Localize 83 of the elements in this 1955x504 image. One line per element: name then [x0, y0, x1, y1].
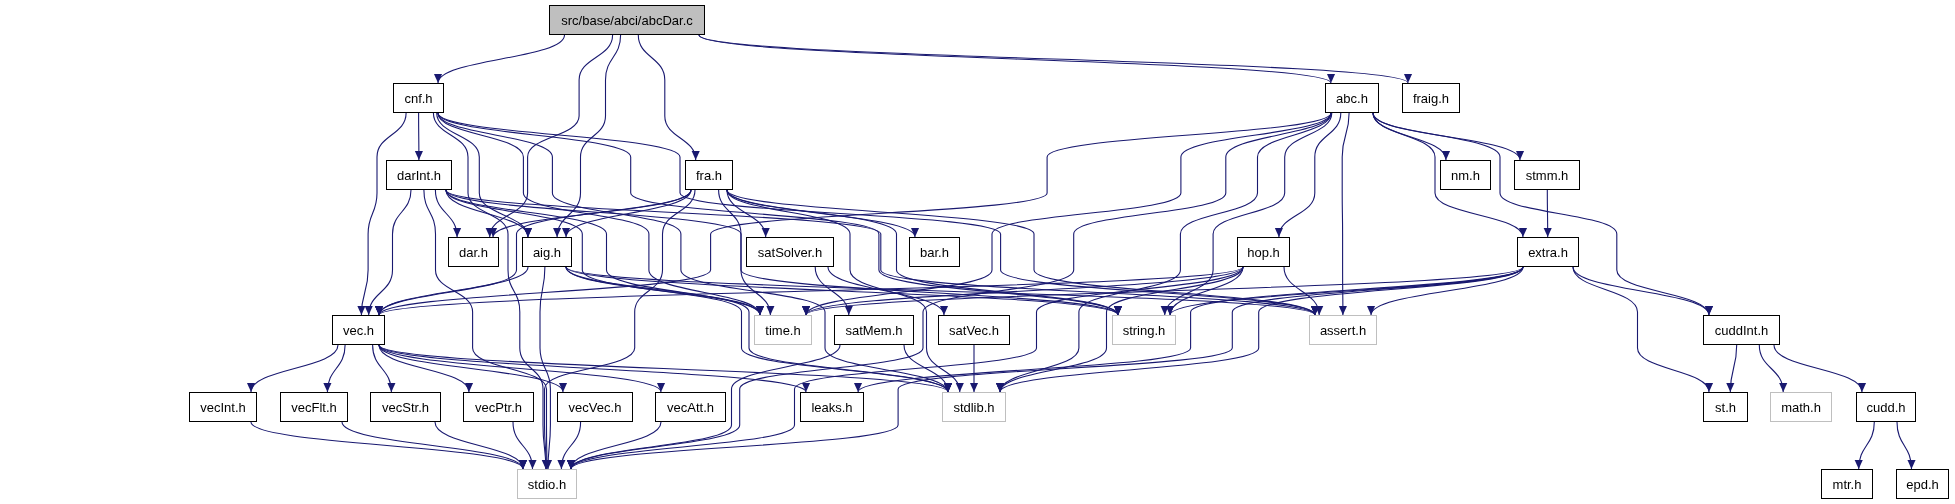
- header-file-node: vecPtr.h: [463, 392, 534, 422]
- include-arrow: [553, 34, 622, 238]
- include-arrow: [1726, 344, 1738, 393]
- include-arrow: [487, 34, 614, 238]
- include-arrow: [1572, 266, 1710, 316]
- header-file-node: satVec.h: [938, 315, 1010, 345]
- include-arrow: [434, 189, 461, 238]
- header-file-node: extra.h: [1517, 237, 1579, 267]
- header-file-node: vecFlt.h: [280, 392, 348, 422]
- include-arrow: [1896, 421, 1916, 470]
- header-file-node: vecInt.h: [189, 392, 257, 422]
- include-arrow: [726, 189, 769, 238]
- include-arrow: [323, 344, 346, 393]
- header-file-node: vecAtt.h: [655, 392, 726, 422]
- include-arrow: [1338, 112, 1350, 316]
- header-file-node: epd.h: [1896, 469, 1949, 499]
- include-arrow: [1543, 189, 1552, 238]
- include-arrow: [249, 344, 339, 393]
- include-arrow: [1758, 344, 1787, 393]
- include-arrow: [558, 421, 582, 470]
- source-file-node: src/base/abci/abcDar.c: [549, 5, 705, 35]
- header-file-node: abc.h: [1325, 83, 1379, 113]
- include-arrow: [726, 189, 1316, 316]
- include-arrow: [414, 112, 423, 161]
- header-file-node: darInt.h: [386, 160, 452, 190]
- system-header-node: time.h: [754, 315, 812, 345]
- header-file-node: satSolver.h: [746, 237, 834, 267]
- include-arrow: [569, 421, 662, 470]
- system-header-node: stdio.h: [517, 469, 577, 499]
- include-arrow: [1162, 112, 1333, 316]
- include-arrow: [903, 344, 951, 393]
- system-header-node: stdlib.h: [942, 392, 1006, 422]
- include-arrow: [1276, 112, 1342, 238]
- header-file-node: aig.h: [522, 237, 572, 267]
- include-arrow: [570, 266, 1524, 470]
- header-file-node: st.h: [1703, 392, 1748, 422]
- header-file-node: satMem.h: [834, 315, 914, 345]
- include-arrow: [726, 189, 963, 393]
- header-file-node: stmm.h: [1514, 160, 1580, 190]
- header-file-node: hop.h: [1237, 237, 1290, 267]
- include-arrow: [805, 266, 1524, 316]
- header-file-node: vecVec.h: [557, 392, 633, 422]
- include-arrow: [250, 421, 524, 470]
- include-arrow: [805, 266, 1244, 316]
- header-file-node: fraig.h: [1402, 83, 1460, 113]
- system-header-node: assert.h: [1309, 315, 1377, 345]
- header-file-node: mtr.h: [1821, 469, 1873, 499]
- include-arrow: [565, 266, 1119, 316]
- header-file-node: dar.h: [448, 237, 499, 267]
- include-arrow: [1283, 266, 1323, 316]
- include-arrow: [539, 266, 553, 470]
- header-file-node: vecStr.h: [370, 392, 441, 422]
- include-arrow: [434, 421, 525, 470]
- include-arrow: [437, 34, 566, 84]
- header-file-node: bar.h: [909, 237, 960, 267]
- include-arrow: [637, 34, 699, 161]
- include-arrow: [365, 189, 412, 316]
- include-arrow: [512, 421, 536, 470]
- header-file-node: cnf.h: [393, 83, 444, 113]
- include-arrow: [357, 112, 407, 316]
- include-arrow: [814, 266, 852, 316]
- include-arrow: [378, 344, 949, 393]
- include-arrow: [969, 344, 979, 393]
- header-file-node: leaks.h: [800, 392, 864, 422]
- include-arrow: [378, 344, 564, 393]
- system-header-node: math.h: [1770, 392, 1832, 422]
- include-arrow: [372, 344, 395, 393]
- include-arrow: [378, 344, 807, 393]
- include-arrow: [1855, 421, 1875, 470]
- include-arrow: [827, 266, 945, 316]
- header-file-node: vec.h: [332, 315, 385, 345]
- system-header-node: string.h: [1112, 315, 1176, 345]
- include-arrow: [378, 266, 1244, 317]
- header-file-node: nm.h: [1440, 160, 1491, 190]
- header-file-node: cudd.h: [1856, 392, 1916, 422]
- header-file-node: fra.h: [685, 160, 733, 190]
- header-file-node: cuddInt.h: [1703, 315, 1780, 345]
- include-arrow: [565, 266, 949, 393]
- include-arrow: [1773, 344, 1864, 393]
- include-arrow: [718, 189, 774, 316]
- include-arrow: [565, 266, 1316, 316]
- include-arrow: [542, 189, 696, 470]
- include-arrow: [1370, 266, 1524, 316]
